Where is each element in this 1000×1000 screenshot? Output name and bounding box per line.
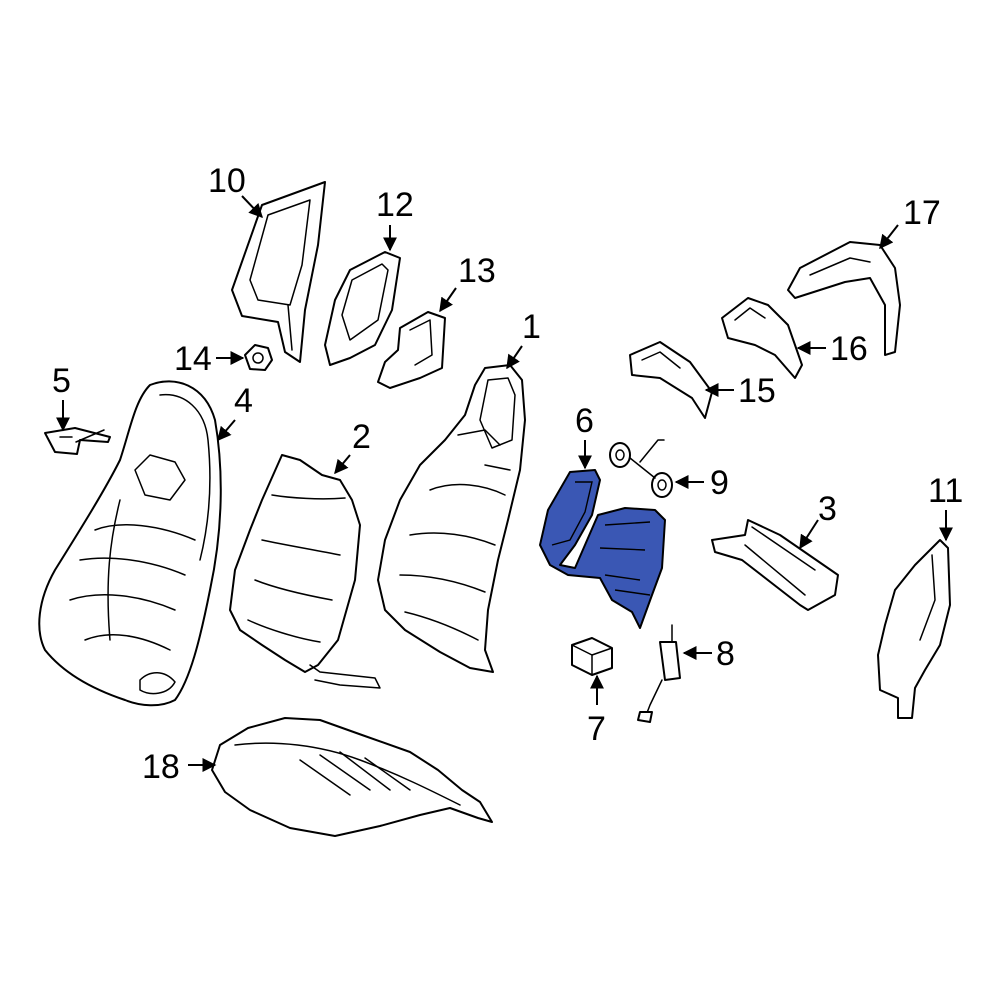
callout-3: 3	[818, 490, 837, 528]
callout-4: 4	[234, 382, 253, 420]
part-9-adjuster-knobs[interactable]	[609, 439, 673, 498]
part-1-seat-back-assembly[interactable]	[377, 364, 526, 673]
callout-6: 6	[575, 402, 594, 440]
part-2-seat-back-frame[interactable]	[229, 454, 381, 689]
part-16-bracket[interactable]	[721, 297, 803, 379]
callout-11: 11	[928, 472, 963, 510]
part-3-lower-trim[interactable]	[711, 519, 839, 611]
callout-12: 12	[376, 186, 414, 224]
callout-2: 2	[352, 418, 371, 456]
part-5-clip[interactable]	[44, 427, 111, 455]
callout-15: 15	[738, 372, 776, 410]
callout-18: 18	[142, 748, 180, 786]
callout-17: 17	[903, 194, 941, 232]
callout-14: 14	[174, 340, 212, 378]
callouts: 1 2 3 4 5 6 7 8 9 10 11 12 13 14 15 16 1…	[52, 162, 963, 786]
part-6-shape	[539, 469, 666, 629]
part-18-seat-cushion[interactable]	[211, 717, 493, 837]
part-12-trim-cover[interactable]	[324, 251, 401, 366]
part-6-highlighted-module[interactable]	[539, 469, 666, 629]
part-14-nut[interactable]	[244, 344, 273, 371]
callout-7: 7	[587, 710, 606, 748]
callout-10: 10	[208, 162, 246, 200]
part-15-bracket[interactable]	[629, 341, 713, 419]
callout-9: 9	[710, 464, 729, 502]
callout-8: 8	[716, 635, 735, 673]
callout-13: 13	[458, 252, 496, 290]
part-13-bracket[interactable]	[377, 311, 446, 389]
callout-1: 1	[522, 308, 541, 346]
callout-16: 16	[830, 330, 868, 368]
part-11-side-shield[interactable]	[877, 539, 951, 719]
leader-lines	[56, 195, 953, 772]
part-8-sensor[interactable]	[637, 624, 681, 723]
part-4-seat-back-cushion[interactable]	[38, 380, 222, 707]
part-10-side-panel[interactable]	[231, 181, 326, 363]
callout-5: 5	[52, 362, 71, 400]
part-7-module-box[interactable]	[571, 637, 613, 676]
